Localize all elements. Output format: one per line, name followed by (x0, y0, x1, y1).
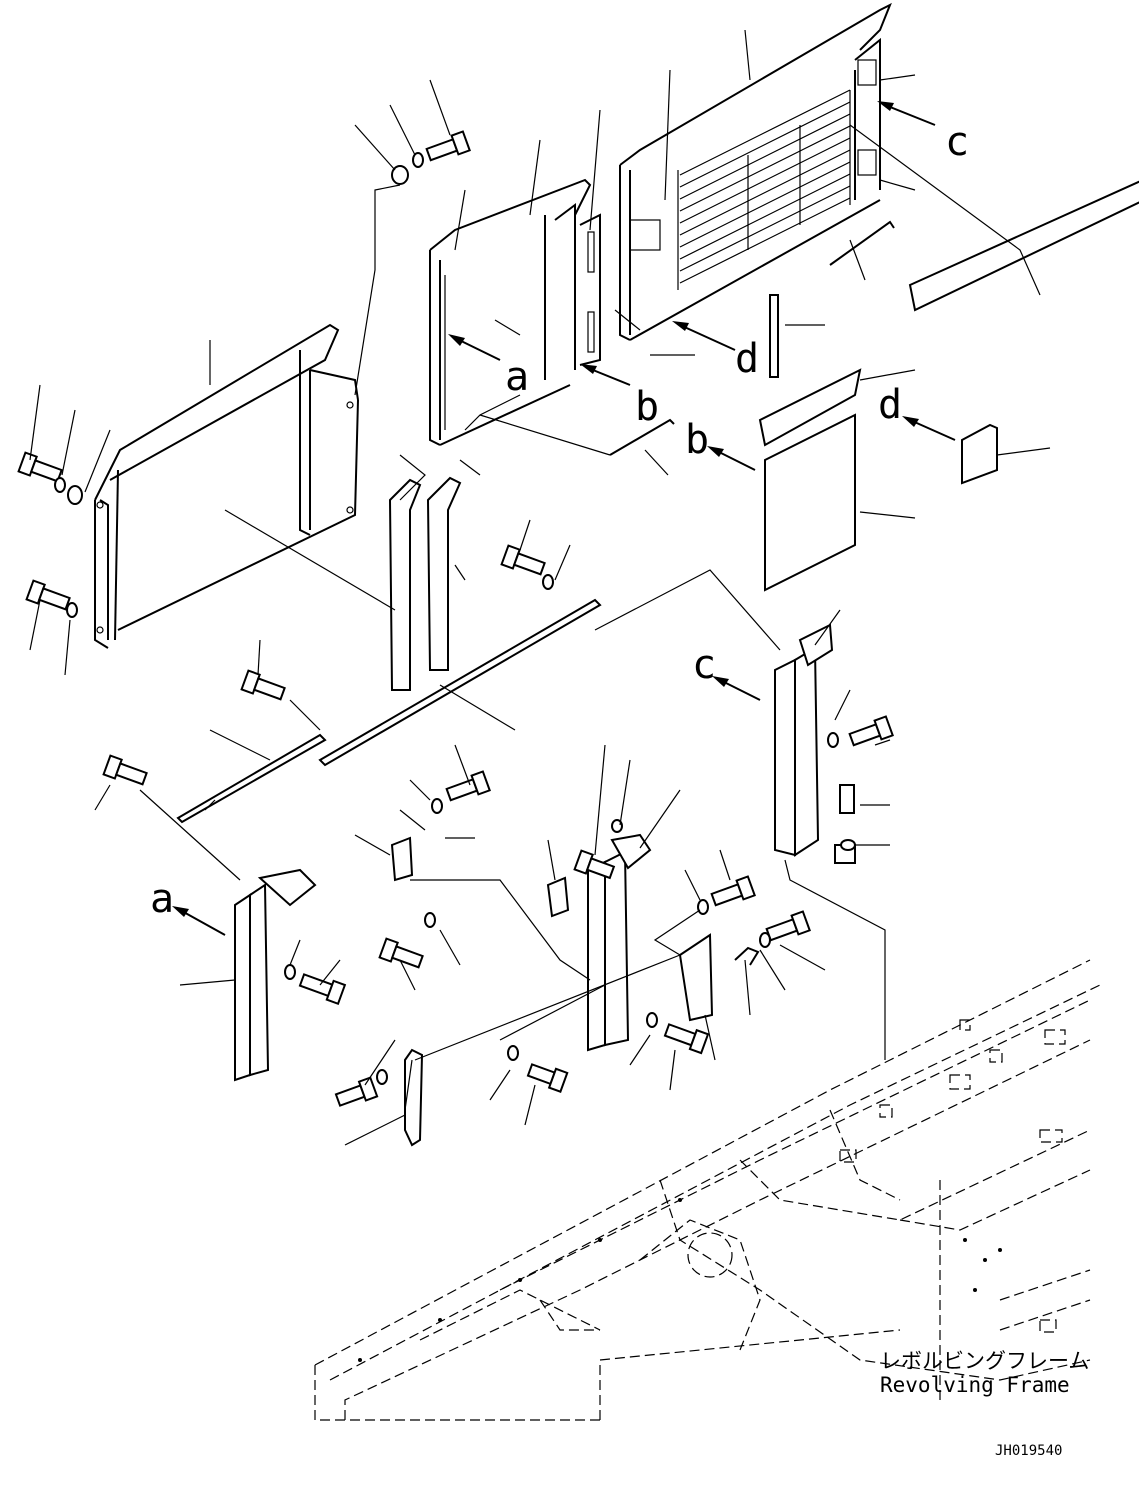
drawing-number: JH019540 (995, 1443, 1062, 1459)
fasteners (17, 130, 894, 1107)
callout-b-upper: b (635, 384, 659, 430)
left-cover-panel (94, 323, 359, 649)
frame-label-en: Revolving Frame (880, 1373, 1070, 1397)
callout-d-upper: d (735, 336, 759, 382)
bracket-middle (587, 833, 652, 1052)
rod-diagonal (318, 598, 602, 767)
bracket-left (234, 868, 317, 1082)
seal-strip-long (908, 180, 1139, 312)
revolving-frame (314, 959, 1101, 1421)
louvered-door-panel (619, 2, 892, 341)
callout-a-upper: a (505, 354, 529, 400)
foam-pad-large (764, 413, 856, 592)
callout-c-lower: c (692, 642, 716, 688)
leader-lines (29, 29, 1051, 1146)
middle-cover-panel (429, 178, 601, 446)
pillar-covers (388, 476, 462, 691)
seal-strip-vertical (769, 294, 779, 378)
callout-c-upper: c (945, 119, 969, 165)
foam-block (961, 423, 998, 485)
frame-label-jp: レボルビングフレーム (880, 1349, 1089, 1373)
callout-d-lower: d (878, 382, 902, 428)
foam-pad-small (758, 368, 862, 447)
bracket-right (774, 623, 834, 857)
callout-b-lower: b (685, 417, 709, 463)
wire-hooks (609, 220, 895, 456)
stay-rod (176, 733, 327, 824)
grab-handle (404, 1048, 424, 1147)
callout-a-lower: a (150, 876, 174, 922)
callout-arrows (172, 101, 956, 936)
plate-small (390, 836, 714, 1022)
